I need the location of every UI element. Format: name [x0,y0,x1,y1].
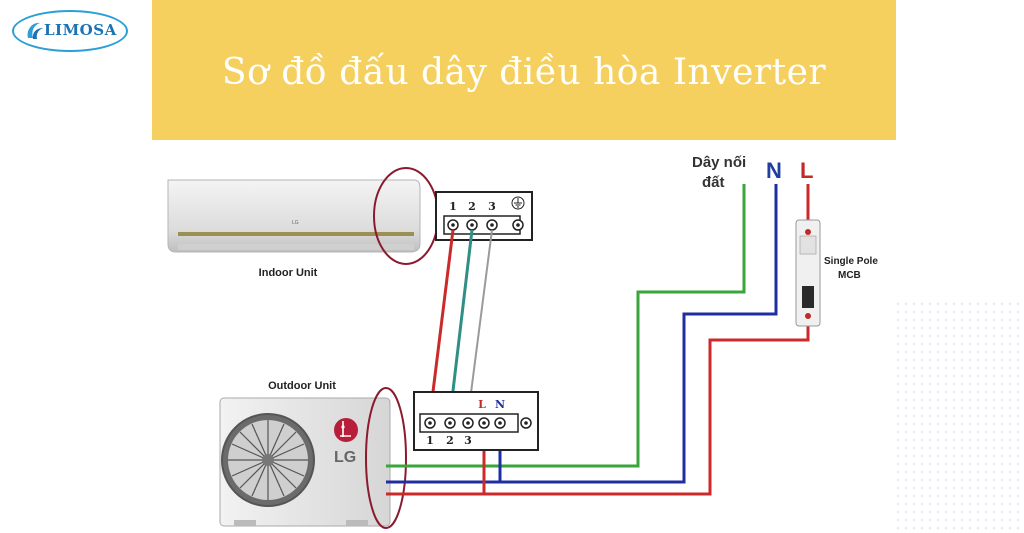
limosa-logo[interactable]: LIMOSA [12,10,132,56]
mcb-label-line2: MCB [838,270,861,281]
wire-terminal-3-gray [467,229,493,417]
indoor-unit-label: Indoor Unit [259,267,318,279]
outdoor-terminal-1: 1 [426,434,434,447]
outdoor-screw-ground [520,417,532,429]
outdoor-terminal-block: L N 1 2 3 [413,391,539,451]
mcb-breaker [795,219,821,327]
outdoor-screw-L [478,417,490,429]
outdoor-unit: LG Outdoor Unit [219,380,391,527]
ground-icon [511,196,525,210]
wiring-diagram: LG Indoor Unit 1 2 3 [152,140,896,533]
page-title: Sơ đồ đấu dây điều hòa Inverter [221,52,827,93]
wiring-diagram-svg: LG Indoor Unit 1 2 3 [167,154,878,529]
indoor-screw-2 [466,219,478,231]
decorative-dot-pattern [894,300,1024,533]
title-banner: Sơ đồ đấu dây điều hòa Inverter [152,0,896,140]
indoor-terminal-block: 1 2 3 [435,191,533,241]
indoor-screw-1 [447,219,459,231]
outdoor-screw-N [494,417,506,429]
outdoor-terminal-L: L [478,398,486,411]
lg-logo-icon [334,418,358,442]
logo-text: LIMOSA [44,21,117,39]
wire-live-red [386,320,810,496]
wire-terminal-2-teal [448,229,474,417]
neutral-supply-label: N [766,158,782,183]
outdoor-screw-2 [444,417,456,429]
outdoor-highlight-ellipse [365,387,407,529]
outdoor-terminal-2: 2 [446,434,454,447]
outdoor-screw-3 [462,417,474,429]
indoor-screw-3 [486,219,498,231]
outdoor-terminal-N: N [495,398,505,411]
indoor-terminal-1: 1 [449,200,457,213]
wave-logo-icon [27,22,43,39]
outdoor-screw-1 [424,417,436,429]
outdoor-terminal-3: 3 [464,434,472,447]
wire-ground-green [386,184,746,468]
mcb-label-line1: Single Pole [824,256,878,267]
indoor-terminal-2: 2 [468,200,476,213]
outdoor-brand-text: LG [334,449,356,466]
logo-oval [12,10,128,52]
live-supply-label: L [800,158,813,183]
indoor-terminal-3: 3 [488,200,496,213]
wire-neutral-blue [386,184,778,484]
wire-terminal-1-red [428,229,455,417]
indoor-brand-text: LG [292,220,299,226]
ground-wire-label-line1: Dây nối [692,154,746,171]
ground-wire-label-line2: đất [702,174,725,191]
outdoor-unit-label: Outdoor Unit [268,380,336,392]
indoor-unit: LG Indoor Unit [167,179,421,279]
indoor-screw-ground [512,219,524,231]
